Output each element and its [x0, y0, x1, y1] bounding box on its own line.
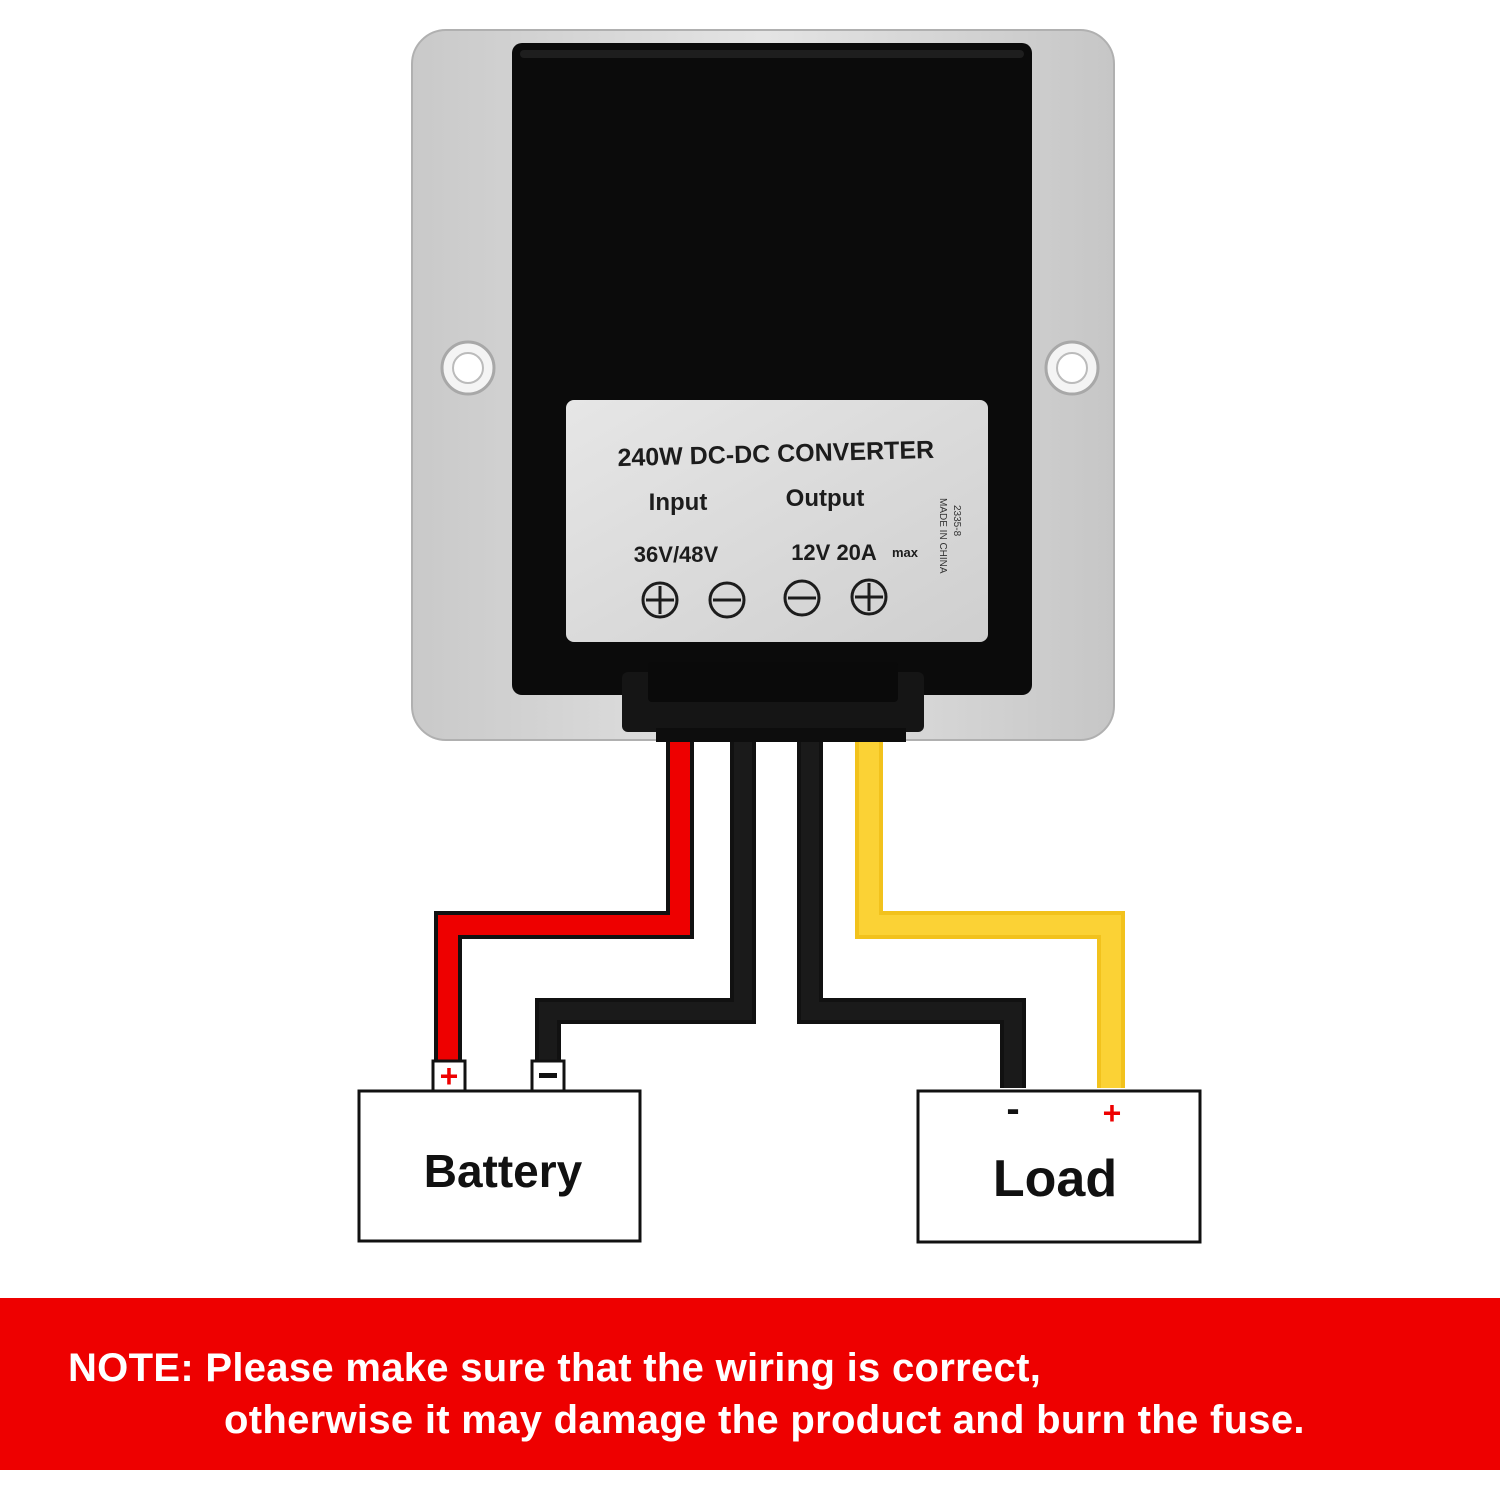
- input-voltage: 36V/48V: [634, 542, 719, 567]
- output-positive-wire: [855, 735, 1125, 1088]
- note-line-1: NOTE: Please make sure that the wiring i…: [68, 1346, 1042, 1390]
- load-negative-symbol: -: [1006, 1087, 1019, 1131]
- side-origin: MADE IN CHINA: [937, 498, 948, 574]
- input-minus-terminal-icon: [708, 581, 746, 619]
- battery-positive-post: [431, 1059, 467, 1093]
- output-negative-wire-core: [801, 735, 1022, 1088]
- warning-note-banner: NOTE: Please make sure that the wiring i…: [0, 1298, 1500, 1470]
- note-line-2: otherwise it may damage the product and …: [224, 1398, 1305, 1442]
- input-positive-wire-core: [438, 735, 690, 1075]
- input-negative-wire-core: [539, 735, 752, 1075]
- body-highlight: [520, 50, 1024, 58]
- output-positive-wire-core: [859, 735, 1121, 1088]
- output-minus-terminal-icon: [783, 579, 821, 617]
- mounting-hole-left-icon: [440, 340, 496, 396]
- spec-label-sticker: [566, 400, 988, 642]
- mounting-hole-right-icon: [1044, 340, 1100, 396]
- battery-positive-symbol: +: [440, 1058, 459, 1094]
- output-plus-terminal-icon: [850, 578, 888, 616]
- battery-negative-symbol-icon: [539, 1073, 557, 1078]
- input-plus-terminal-icon: [641, 581, 679, 619]
- load-label: Load: [993, 1150, 1117, 1208]
- input-negative-wire: [535, 735, 756, 1075]
- battery-label: Battery: [424, 1145, 583, 1197]
- side-code: 2335-8: [951, 505, 962, 537]
- load-positive-symbol: +: [1103, 1095, 1122, 1131]
- cable-gland-lip: [648, 662, 898, 702]
- output-max-suffix: max: [892, 545, 919, 560]
- wire-collar: [656, 728, 906, 742]
- output-rating: 12V 20A: [791, 540, 877, 565]
- output-label: Output: [786, 485, 865, 512]
- load-box: [916, 1089, 1202, 1244]
- battery-box: [357, 1089, 642, 1243]
- input-label: Input: [649, 489, 708, 516]
